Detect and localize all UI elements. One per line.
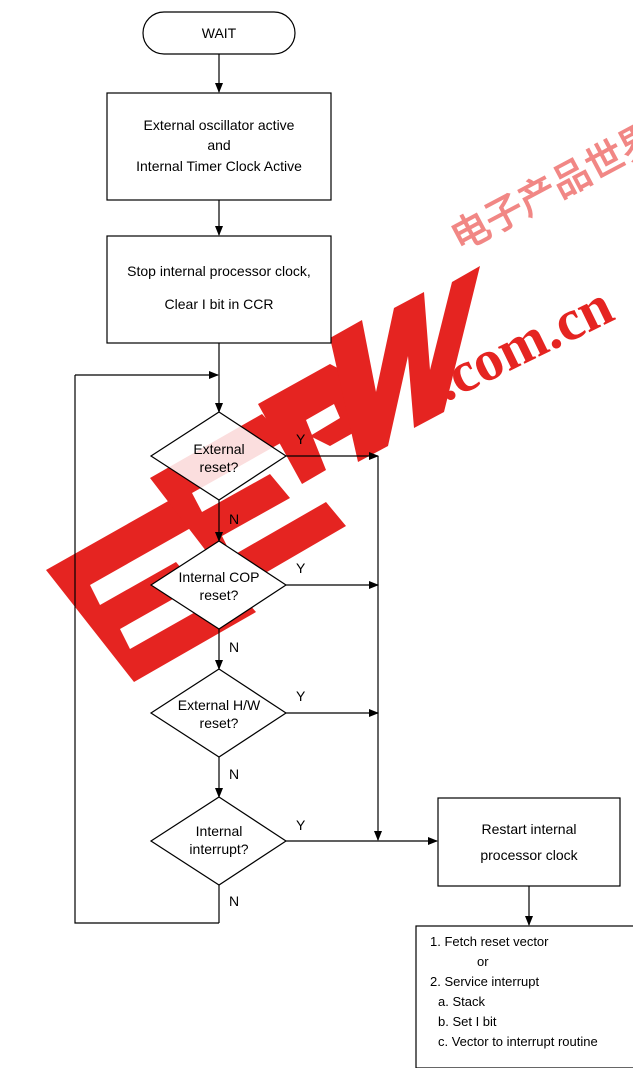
decision-external-reset: External reset? Y N — [149, 411, 306, 527]
decision-4-line-2: interrupt? — [189, 841, 248, 857]
eepw-watermark: 电子产品世界 .com.cn — [46, 116, 633, 682]
wait-label: WAIT — [202, 25, 237, 41]
action-stack: a. Stack — [438, 994, 485, 1009]
restart-clock-box: Restart internal processor clock — [437, 797, 621, 887]
restart-line-2: processor clock — [480, 847, 578, 863]
decision-2-line-1: Internal COP — [179, 569, 260, 585]
decision-4-no-label: N — [229, 893, 239, 909]
stop-clock-line-1: Stop internal processor clock, — [127, 263, 311, 279]
oscillator-line-2: and — [207, 137, 230, 153]
decision-2-line-2: reset? — [200, 587, 239, 603]
oscillator-line-3: Internal Timer Clock Active — [136, 158, 302, 174]
decision-3-line-2: reset? — [200, 715, 239, 731]
decision-2-no-label: N — [229, 639, 239, 655]
decision-4-yes-label: Y — [296, 817, 306, 833]
oscillator-line-1: External oscillator active — [144, 117, 295, 133]
loop-back-line — [74, 375, 219, 924]
stop-clock-box: Stop internal processor clock, Clear I b… — [106, 235, 332, 344]
decision-2-yes-label: Y — [296, 560, 306, 576]
decision-3-yes-label: Y — [296, 688, 306, 704]
oscillator-active-box: External oscillator active and Internal … — [106, 92, 332, 201]
decision-3-line-1: External H/W — [178, 697, 261, 713]
action-vector-to-routine: c. Vector to interrupt routine — [438, 1034, 598, 1049]
action-service-interrupt: 2. Service interrupt — [430, 974, 539, 989]
decision-1-line-1: External — [193, 441, 244, 457]
action-fetch-reset-vector: 1. Fetch reset vector — [430, 934, 549, 949]
decision-1-line-2: reset? — [200, 459, 239, 475]
restart-line-1: Restart internal — [482, 821, 577, 837]
watermark-chinese-text: 电子产品世界 — [445, 116, 633, 260]
actions-box: 1. Fetch reset vector or 2. Service inte… — [415, 925, 633, 1068]
stop-clock-line-2: Clear I bit in CCR — [165, 296, 274, 312]
decision-4-line-1: Internal — [196, 823, 243, 839]
decision-internal-interrupt: Internal interrupt? Y N — [149, 796, 306, 909]
action-or: or — [477, 954, 489, 969]
action-set-i-bit: b. Set I bit — [438, 1014, 497, 1029]
decision-1-no-label: N — [229, 511, 239, 527]
decision-external-hw-reset: External H/W reset? Y N — [149, 668, 306, 782]
decision-1-yes-label: Y — [296, 431, 306, 447]
wait-terminal: WAIT — [142, 11, 296, 55]
decision-3-no-label: N — [229, 766, 239, 782]
